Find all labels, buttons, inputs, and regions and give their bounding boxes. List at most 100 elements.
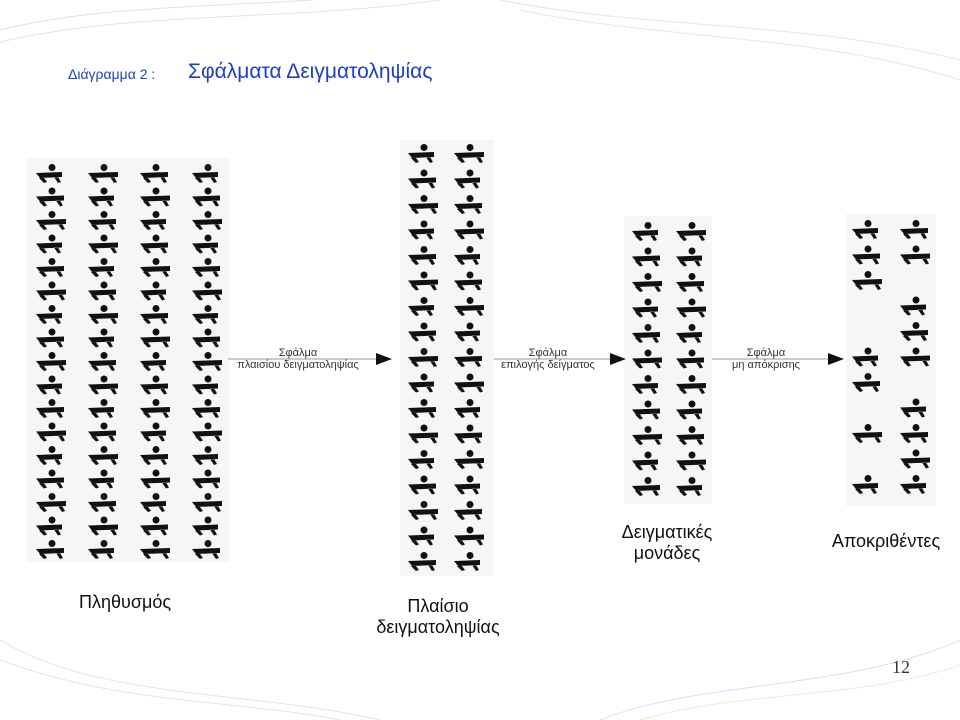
person-silhouette	[140, 493, 166, 512]
person-silhouette	[900, 475, 926, 494]
person-silhouette	[454, 195, 482, 214]
person-silhouette	[454, 297, 484, 316]
person-silhouette	[632, 477, 660, 496]
person-silhouette	[408, 246, 436, 265]
person-silhouette	[454, 526, 484, 546]
person-silhouette	[36, 422, 66, 442]
person-silhouette	[192, 493, 222, 512]
sample-units-caption: Δειγματικές μονάδες	[592, 522, 742, 564]
frame-crowd	[400, 140, 494, 576]
person-silhouette	[632, 247, 660, 267]
person-silhouette	[900, 347, 930, 367]
person-silhouette	[192, 305, 218, 324]
person-silhouette	[676, 349, 704, 369]
person-silhouette	[192, 540, 220, 559]
person-silhouette	[36, 305, 62, 324]
person-silhouette	[632, 400, 660, 420]
person-silhouette	[88, 281, 116, 301]
person-silhouette	[676, 451, 706, 471]
person-silhouette	[140, 211, 166, 230]
person-silhouette	[900, 220, 928, 239]
sample-units-crowd	[624, 216, 712, 504]
person-silhouette	[36, 469, 64, 489]
person-silhouette	[852, 245, 880, 265]
person-silhouette	[36, 352, 66, 371]
respondents-caption: Αποκριθέντες	[818, 531, 954, 552]
person-silhouette	[900, 296, 926, 316]
person-silhouette	[852, 424, 882, 443]
person-silhouette	[676, 477, 702, 496]
person-silhouette	[852, 373, 880, 392]
person-silhouette	[852, 220, 878, 239]
frame-error-label: Σφάλμα πλαισίου δειγματοληψίας	[226, 347, 370, 371]
person-silhouette	[676, 375, 706, 394]
person-silhouette	[192, 352, 222, 371]
person-silhouette	[140, 234, 168, 254]
person-silhouette	[36, 281, 66, 301]
population-crowd-figures	[36, 164, 222, 559]
arrow-nonresponse-error	[712, 353, 844, 365]
person-silhouette	[36, 446, 62, 465]
sample-units-caption-line-1: Δειγματικές	[621, 522, 713, 542]
person-silhouette	[454, 144, 484, 163]
person-silhouette	[408, 144, 434, 163]
person-silhouette	[852, 475, 878, 494]
person-silhouette	[36, 187, 64, 207]
person-silhouette	[454, 271, 482, 291]
person-silhouette	[900, 424, 928, 443]
person-silhouette	[676, 273, 704, 292]
person-silhouette	[192, 164, 218, 183]
population-crowd	[26, 158, 230, 562]
person-silhouette	[676, 247, 702, 267]
person-silhouette	[140, 187, 170, 207]
person-silhouette	[88, 305, 118, 324]
frame-error-line-1: Σφάλμα	[278, 347, 318, 359]
person-silhouette	[88, 258, 114, 277]
person-silhouette	[140, 469, 170, 489]
person-silhouette	[192, 516, 218, 536]
person-silhouette	[900, 245, 930, 265]
person-silhouette	[36, 540, 64, 559]
person-silhouette	[192, 234, 218, 254]
person-silhouette	[632, 426, 662, 445]
person-silhouette	[88, 187, 114, 207]
person-silhouette	[140, 164, 168, 183]
person-silhouette	[36, 164, 62, 183]
person-silhouette	[676, 222, 706, 241]
person-silhouette	[192, 469, 220, 489]
person-silhouette	[408, 399, 436, 418]
person-silhouette	[632, 298, 658, 318]
selection-error-line-2: επιλογής δείγματος	[501, 359, 595, 371]
person-silhouette	[632, 324, 660, 343]
person-silhouette	[88, 493, 116, 512]
diagram-title: Σφάλματα Δειγματοληψίας	[188, 60, 433, 83]
person-silhouette	[900, 398, 926, 418]
person-silhouette	[408, 526, 434, 546]
slide-number: 12	[892, 657, 910, 677]
diagram-number: Διάγραμμα 2 :	[68, 66, 156, 82]
person-silhouette	[192, 446, 218, 465]
frame-caption: Πλαίσιο δειγματοληψίας	[358, 596, 518, 638]
person-silhouette	[88, 540, 114, 559]
person-silhouette	[140, 399, 170, 418]
respondents-crowd	[846, 214, 936, 506]
person-silhouette	[140, 352, 166, 371]
person-silhouette	[36, 211, 66, 230]
person-silhouette	[140, 446, 168, 465]
nonresponse-error-line-1: Σφάλμα	[746, 347, 786, 359]
person-silhouette	[192, 211, 222, 230]
person-silhouette	[408, 220, 434, 240]
person-silhouette	[408, 424, 438, 444]
person-silhouette	[88, 352, 116, 371]
person-silhouette	[454, 322, 480, 342]
person-silhouette	[676, 324, 702, 343]
frame-crowd-figures	[408, 144, 484, 571]
person-silhouette	[88, 469, 114, 489]
selection-error-label: Σφάλμα επιλογής δείγματος	[488, 347, 608, 371]
person-silhouette	[408, 450, 434, 469]
person-silhouette	[36, 234, 62, 254]
person-silhouette	[88, 328, 114, 348]
person-silhouette	[140, 422, 166, 442]
respondents-caption-line-1: Αποκριθέντες	[831, 531, 941, 551]
frame-caption-line-2: δειγματοληψίας	[376, 617, 500, 637]
